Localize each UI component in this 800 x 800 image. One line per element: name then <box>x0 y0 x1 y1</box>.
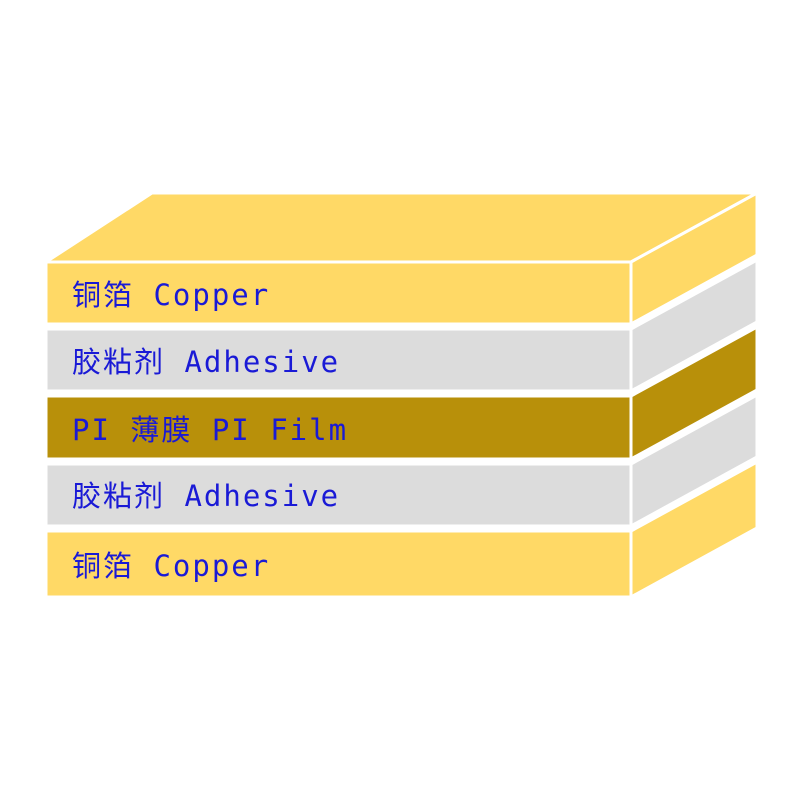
layer-label-adhesive-top: 胶粘剂 Adhesive <box>72 345 341 379</box>
layer-front-adhesive-bottom <box>44 462 633 528</box>
layer-label-pi-film: PI 薄膜 PI Film <box>72 413 349 447</box>
layer-label-copper-top: 铜箔 Copper <box>72 278 271 312</box>
layer-side-copper-bottom <box>629 459 759 600</box>
layer-label-copper-bottom: 铜箔 Copper <box>72 549 271 583</box>
layer-side-pi-film <box>629 324 759 462</box>
layer-front-adhesive-top <box>44 327 633 393</box>
layer-side-adhesive-top <box>629 257 759 394</box>
layer-front-copper-bottom <box>44 529 633 599</box>
layer-front-pi-film <box>44 394 633 461</box>
layer-label-adhesive-bottom: 胶粘剂 Adhesive <box>72 479 341 513</box>
layer-side-adhesive-bottom <box>629 392 759 529</box>
layer-side-copper-top <box>629 190 759 327</box>
